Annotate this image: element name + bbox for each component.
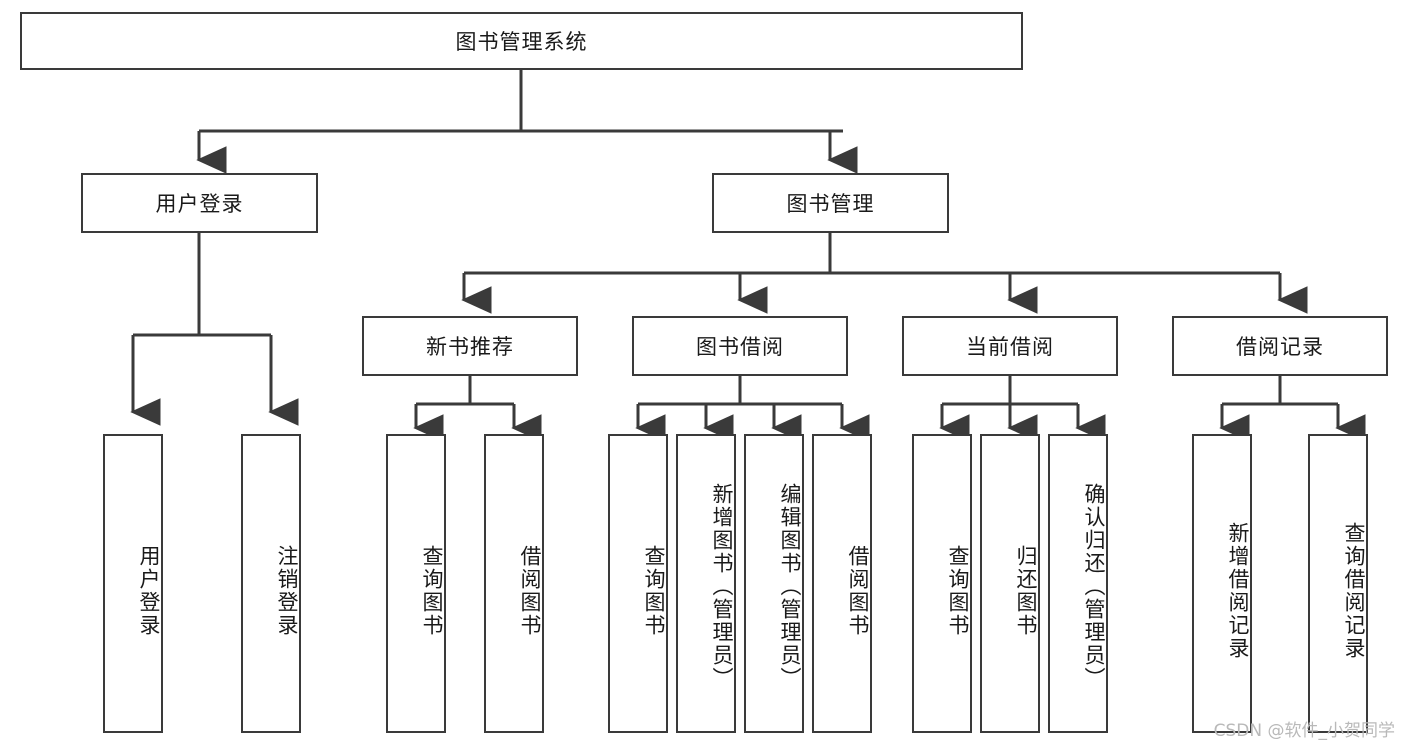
leaf-confirm-return-label: 确认归还（管理员） bbox=[1082, 483, 1106, 690]
node-book-borrow-label: 图书借阅 bbox=[696, 335, 784, 359]
leaf-user-login[interactable]: 用户登录 bbox=[103, 434, 163, 733]
leaf-add-book-label: 新增图书（管理员） bbox=[710, 483, 734, 690]
leaf-return-book[interactable]: 归还图书 bbox=[980, 434, 1040, 733]
node-borrow-record-label: 借阅记录 bbox=[1236, 335, 1324, 359]
csdn-watermark: CSDN @软件_小贺同学 bbox=[1213, 721, 1395, 741]
node-user-login[interactable]: 用户登录 bbox=[81, 173, 318, 233]
leaf-query-book-3[interactable]: 查询图书 bbox=[912, 434, 972, 733]
leaf-query-book-2-label: 查询图书 bbox=[642, 544, 666, 637]
leaf-query-book-2[interactable]: 查询图书 bbox=[608, 434, 668, 733]
node-root[interactable]: 图书管理系统 bbox=[20, 12, 1023, 70]
leaf-logout-login-label: 注销登录 bbox=[275, 544, 299, 637]
leaf-add-record[interactable]: 新增借阅记录 bbox=[1192, 434, 1252, 733]
node-new-book-recommend[interactable]: 新书推荐 bbox=[362, 316, 578, 376]
leaf-query-book-3-label: 查询图书 bbox=[946, 544, 970, 637]
leaf-query-book-1[interactable]: 查询图书 bbox=[386, 434, 446, 733]
leaf-borrow-book-2[interactable]: 借阅图书 bbox=[812, 434, 872, 733]
leaf-confirm-return[interactable]: 确认归还（管理员） bbox=[1048, 434, 1108, 733]
node-book-manage[interactable]: 图书管理 bbox=[712, 173, 949, 233]
leaf-logout-login[interactable]: 注销登录 bbox=[241, 434, 301, 733]
node-borrow-record[interactable]: 借阅记录 bbox=[1172, 316, 1388, 376]
leaf-query-record[interactable]: 查询借阅记录 bbox=[1308, 434, 1368, 733]
node-current-borrow-label: 当前借阅 bbox=[966, 335, 1054, 359]
leaf-user-login-label: 用户登录 bbox=[137, 544, 161, 637]
leaf-edit-book[interactable]: 编辑图书（管理员） bbox=[744, 434, 804, 733]
leaf-edit-book-label: 编辑图书（管理员） bbox=[778, 483, 802, 690]
node-book-borrow[interactable]: 图书借阅 bbox=[632, 316, 848, 376]
node-book-manage-label: 图书管理 bbox=[786, 192, 875, 216]
node-root-label: 图书管理系统 bbox=[455, 30, 588, 54]
leaf-add-book[interactable]: 新增图书（管理员） bbox=[676, 434, 736, 733]
leaf-borrow-book-1-label: 借阅图书 bbox=[518, 544, 542, 637]
node-current-borrow[interactable]: 当前借阅 bbox=[902, 316, 1118, 376]
node-user-login-label: 用户登录 bbox=[155, 192, 244, 216]
leaf-add-record-label: 新增借阅记录 bbox=[1226, 521, 1250, 660]
leaf-borrow-book-2-label: 借阅图书 bbox=[846, 544, 870, 637]
leaf-return-book-label: 归还图书 bbox=[1014, 544, 1038, 637]
leaf-query-book-1-label: 查询图书 bbox=[420, 544, 444, 637]
node-new-book-recommend-label: 新书推荐 bbox=[426, 335, 514, 359]
leaf-borrow-book-1[interactable]: 借阅图书 bbox=[484, 434, 544, 733]
leaf-query-record-label: 查询借阅记录 bbox=[1342, 521, 1366, 660]
